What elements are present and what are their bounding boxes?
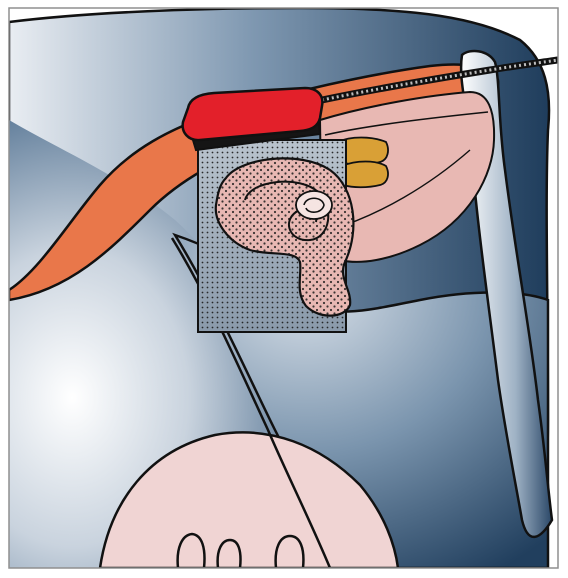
teat-middle [218,540,241,568]
teat-right [276,536,304,568]
uterus-lumen [296,191,332,219]
